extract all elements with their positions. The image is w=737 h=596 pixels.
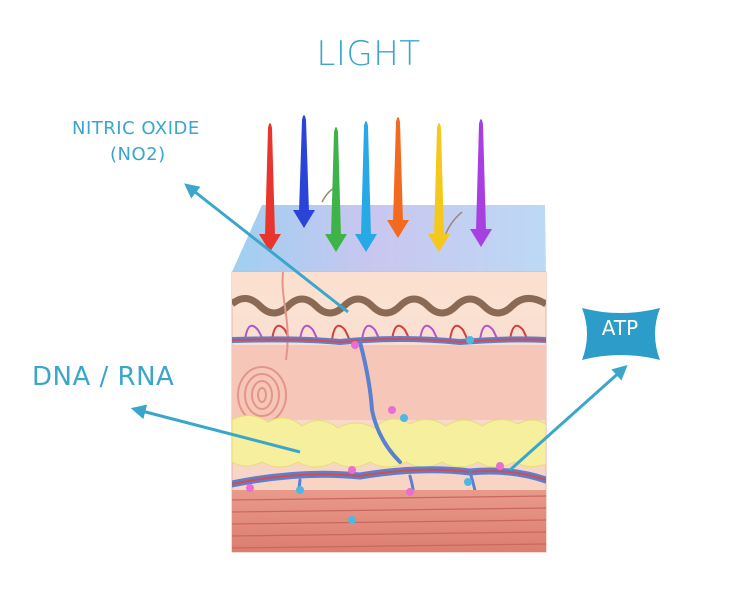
fat-layer bbox=[232, 415, 546, 468]
light-arrow bbox=[470, 119, 492, 247]
atp-pointer bbox=[509, 365, 628, 472]
cell-markers bbox=[246, 336, 504, 524]
light-arrow bbox=[387, 117, 409, 238]
pointer-arrows bbox=[130, 183, 628, 472]
light-arrow bbox=[293, 115, 315, 228]
nitric-oxide-formula-label: (NO2) bbox=[110, 144, 166, 165]
skin-block bbox=[231, 205, 547, 553]
epidermis-top-surface bbox=[232, 205, 546, 272]
light-title: LIGHT bbox=[316, 34, 421, 74]
light-arrows bbox=[259, 115, 492, 252]
nitric-oxide-pointer bbox=[184, 183, 349, 314]
light-arrow bbox=[355, 121, 377, 252]
muscle-fibers bbox=[232, 495, 546, 549]
sweat-gland bbox=[237, 272, 289, 424]
atp-badge bbox=[582, 308, 660, 360]
light-arrow bbox=[259, 123, 281, 252]
light-arrow bbox=[428, 123, 450, 252]
dna-rna-pointer bbox=[130, 404, 301, 454]
light-arrow bbox=[325, 127, 347, 252]
dna-rna-label: DNA / RNA bbox=[32, 362, 175, 392]
atp-label: ATP bbox=[601, 316, 639, 340]
nitric-oxide-label: NITRIC OXIDE bbox=[72, 118, 200, 139]
epidermis-layer bbox=[232, 272, 546, 302]
